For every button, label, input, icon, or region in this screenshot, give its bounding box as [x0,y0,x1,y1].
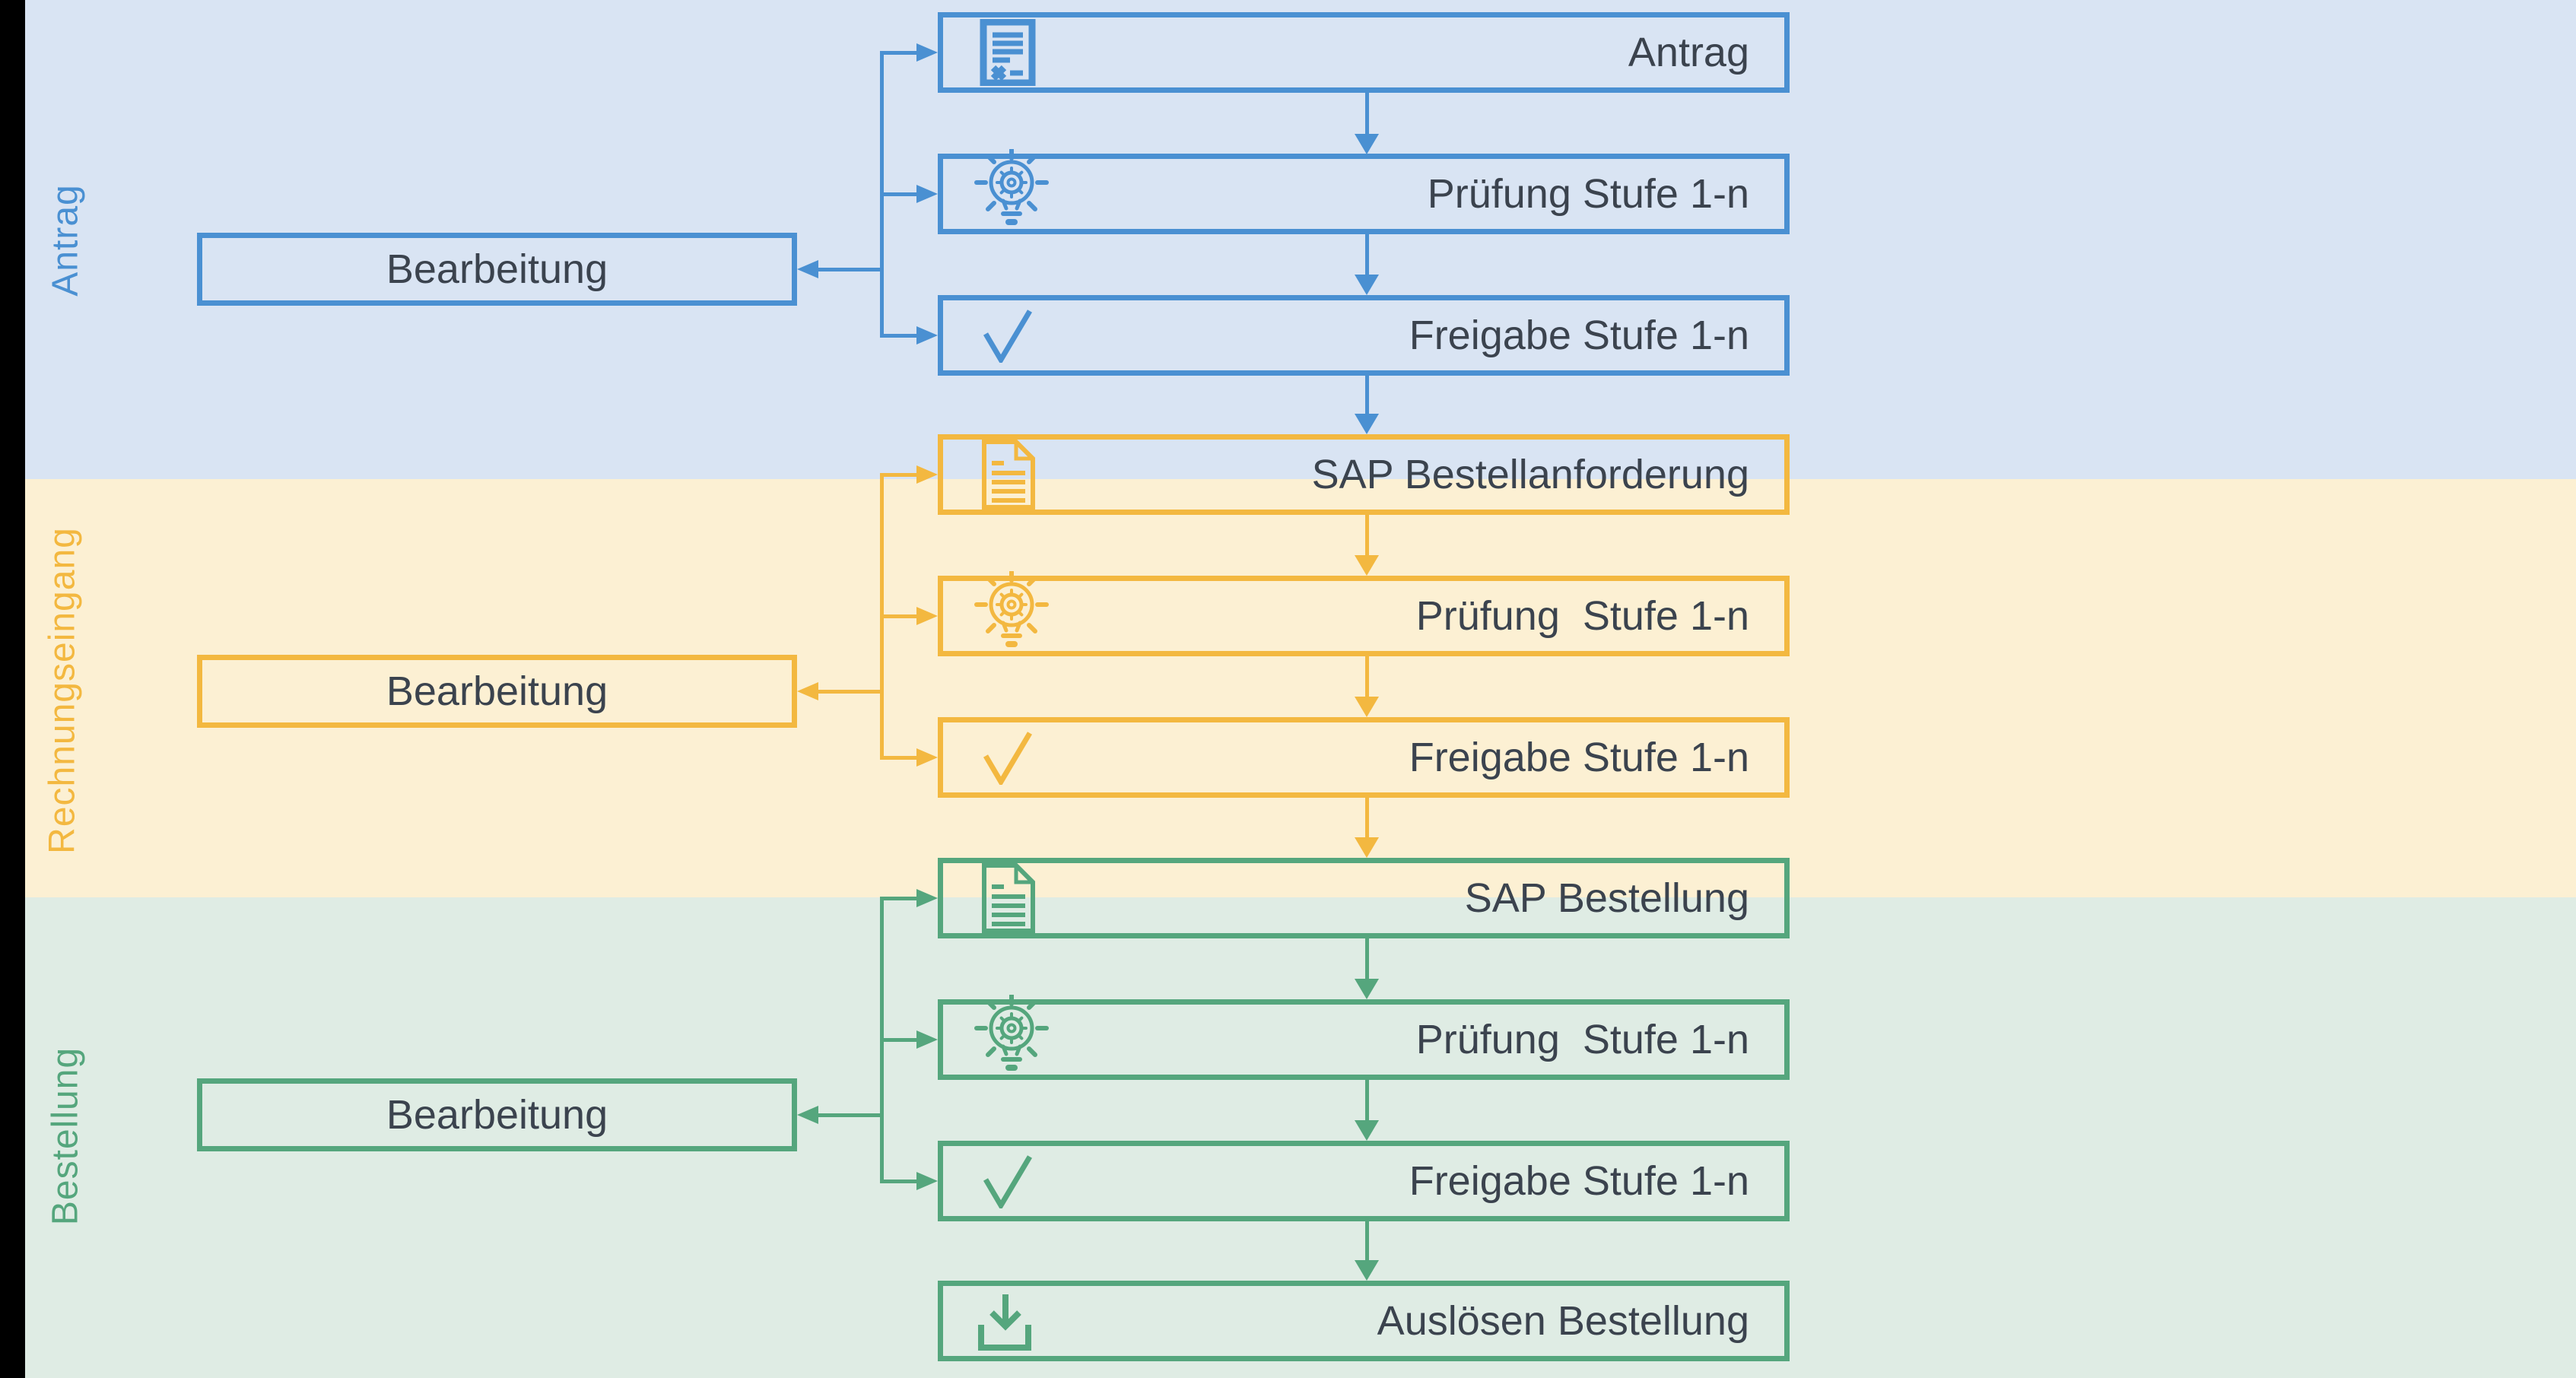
box-label: Bearbeitung [386,668,608,714]
arrow-pruefung-to-freigabe-3 [1355,1080,1379,1141]
branch-arrow-into-pruefung-antrag [880,185,938,203]
box-label: Prüfung Stufe 1-n [1415,1017,1749,1062]
checkmark-icon [980,1154,1034,1208]
arrow-freigabe-to-sap-bestellung [1355,798,1379,858]
box-label: Freigabe Stufe 1-n [1409,1158,1749,1204]
box-antrag: Antrag [938,12,1790,93]
box-pruefung-bestellung: Prüfung Stufe 1-n [938,999,1790,1080]
idea-gear-icon [974,571,1050,653]
form-x-icon [980,19,1036,86]
box-freigabe-bestellung: Freigabe Stufe 1-n [938,1141,1790,1221]
idea-gear-icon [974,995,1050,1077]
box-label: Prüfung Stufe 1-n [1427,171,1749,217]
box-label: Bearbeitung [386,246,608,292]
box-label: Prüfung Stufe 1-n [1415,593,1749,639]
arrow-into-bearbeitung-antrag [797,260,884,278]
arrow-sap-bestellung-to-pruefung [1355,938,1379,999]
arrow-into-bearbeitung-bestellung [797,1106,884,1124]
arrow-sap-banf-to-pruefung [1355,515,1379,576]
box-pruefung-antrag: Prüfung Stufe 1-n [938,154,1790,234]
box-freigabe-rechnungseingang: Freigabe Stufe 1-n [938,717,1790,798]
box-label: Freigabe Stufe 1-n [1409,313,1749,358]
band-rechnungseingang-background [0,479,2576,897]
arrow-antrag-to-pruefung [1355,93,1379,154]
box-label: Bearbeitung [386,1092,608,1138]
arrow-pruefung-to-freigabe [1355,234,1379,295]
box-label: SAP Bestellung [1464,875,1749,921]
left-edge-strip [0,0,25,1378]
arrow-pruefung-to-freigabe-2 [1355,656,1379,717]
idea-gear-icon [974,149,1050,231]
download-icon [975,1293,1034,1352]
branch-arrow-into-freigabe-rechnungseingang [880,748,938,767]
branch-arrow-into-freigabe-antrag [880,326,938,344]
arrow-into-bearbeitung-rechnungseingang [797,682,884,700]
box-bearbeitung-antrag: Bearbeitung [197,233,797,306]
box-label: Auslösen Bestellung [1377,1298,1749,1344]
branch-arrow-into-freigabe-bestellung [880,1172,938,1190]
box-label: Antrag [1628,30,1749,75]
band-label-bestellung: Bestellung [45,1046,86,1226]
band-label-rechnungseingang: Rechnungseingang [42,527,83,854]
checkmark-icon [980,730,1034,785]
box-sap-bestellung: SAP Bestellung [938,858,1790,938]
branch-arrow-into-pruefung-rechnungseingang [880,607,938,625]
branch-arrow-into-pruefung-bestellung [880,1030,938,1049]
band-label-antrag: Antrag [45,184,86,297]
box-label: SAP Bestellanforderung [1311,452,1749,497]
box-bearbeitung-rechnungseingang: Bearbeitung [197,655,797,728]
box-freigabe-antrag: Freigabe Stufe 1-n [938,295,1790,376]
branch-arrow-into-sap-bestellanforderung [880,465,938,484]
band-bestellung-background [0,897,2576,1378]
band-antrag-background [0,0,2576,479]
box-bearbeitung-bestellung: Bearbeitung [197,1078,797,1151]
document-icon [980,863,1037,933]
box-label: Freigabe Stufe 1-n [1409,735,1749,780]
branch-arrow-into-sap-bestellung [880,889,938,907]
arrow-freigabe-to-ausloesen [1355,1221,1379,1281]
checkmark-icon [980,308,1034,363]
branch-arrow-into-antrag [880,43,938,62]
document-icon [980,440,1037,510]
box-pruefung-rechnungseingang: Prüfung Stufe 1-n [938,576,1790,656]
box-ausloesen-bestellung: Auslösen Bestellung [938,1281,1790,1361]
box-sap-bestellanforderung: SAP Bestellanforderung [938,434,1790,515]
arrow-freigabe-to-sap-banf [1355,376,1379,434]
